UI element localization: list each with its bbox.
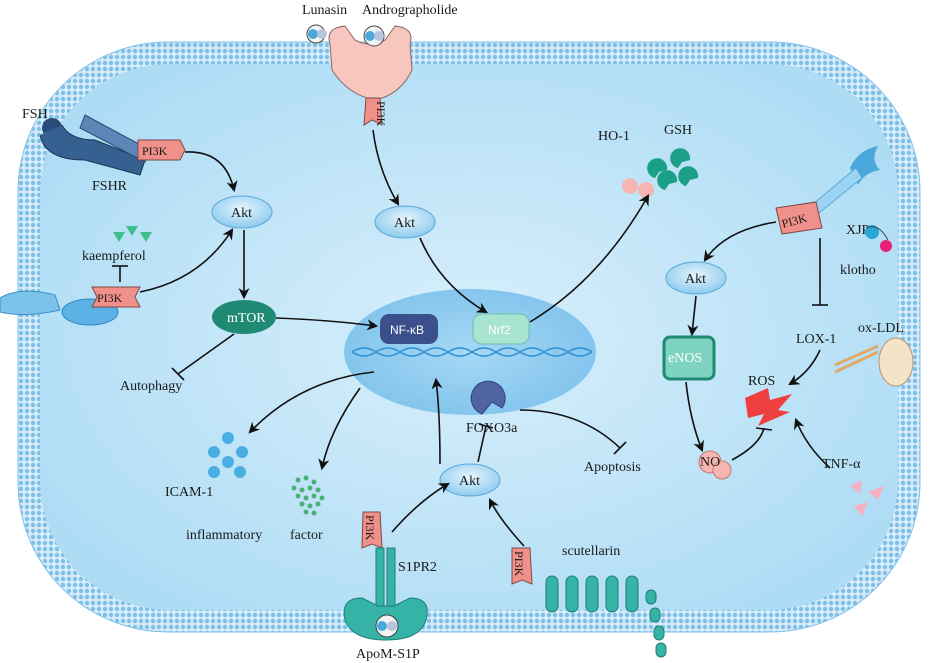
lox1-label: LOX-1: [796, 332, 836, 347]
foxo3a-icon: [470, 380, 506, 415]
icam1-label: ICAM-1: [165, 485, 213, 500]
nfkb-node: [380, 314, 438, 344]
gsh-label: GSH: [664, 123, 692, 138]
ros-icon: [745, 388, 792, 426]
akt-top-node: [374, 205, 436, 239]
nrf2-label: Nrf2: [488, 323, 511, 337]
autophagy-label: Autophagy: [120, 379, 182, 394]
factor-label: factor: [290, 528, 323, 543]
no-icon: [698, 450, 732, 480]
scutellarin-pi3k-label: PI3K: [512, 551, 526, 577]
nucleus: [344, 289, 596, 415]
pathway-arrows: [139, 129, 831, 547]
akt-left-node: [211, 195, 273, 229]
fsh-pi3k-icon: [137, 139, 186, 161]
apoptosis-label: Apoptosis: [584, 460, 641, 475]
left-pi3k-icon: [91, 286, 141, 308]
s1pr2-pi3k-icon: [361, 511, 383, 549]
inflammatory-label: inflammatory: [186, 528, 262, 543]
no-label: NO: [700, 455, 720, 470]
mtor-label: mTOR: [227, 311, 266, 326]
ho1-label: HO-1: [598, 129, 630, 144]
oxldl-label: ox-LDL: [858, 321, 904, 336]
gsh-icon: [647, 148, 699, 190]
kaempferol-icon: [113, 226, 152, 242]
tnfa-icon: [850, 480, 884, 516]
fshr-label: FSHR: [92, 179, 128, 194]
akt-top-label: Akt: [394, 216, 415, 231]
s1pr2-label: S1PR2: [398, 560, 437, 575]
fsh-receptor-icon: [39, 114, 151, 176]
dna-helix: [351, 347, 593, 357]
klotho-label: klotho: [840, 263, 876, 278]
icam1-icon: [208, 432, 248, 478]
fsh-pi3k-label: PI3K: [142, 144, 168, 158]
andrographolide-label: Andrographolide: [362, 3, 458, 18]
lunasin-ligand-icon: [306, 24, 327, 44]
oxldl-icon: [878, 337, 914, 387]
andrographolide-ligand-icon: [363, 25, 385, 47]
akt-right-node: [665, 261, 727, 295]
ros-label: ROS: [748, 374, 775, 389]
right-pi3k-label: PI3K: [780, 211, 808, 231]
enos-label: eNOS: [668, 351, 702, 366]
nfkb-label: NF-κB: [390, 323, 424, 337]
s1pr2-pi3k-label: PI3K: [363, 515, 377, 541]
apom-s1p-label: ApoM-S1P: [356, 647, 420, 662]
akt-right-label: Akt: [685, 272, 706, 287]
top-pi3k-label: PI3K: [374, 101, 388, 127]
lunasin-label: Lunasin: [302, 3, 347, 18]
top-pi3k-icon: [363, 97, 383, 126]
akt-bottom-label: Akt: [459, 474, 480, 489]
nrf2-node: [472, 313, 530, 345]
left-pi3k-label: PI3K: [97, 291, 123, 305]
xjp-label: XJP: [846, 223, 870, 238]
apom-s1p-icon: [375, 614, 399, 638]
akt-left-label: Akt: [231, 206, 252, 221]
klotho-icon: [865, 225, 892, 252]
tnfa-label: TNF-α: [822, 457, 861, 472]
kaempferol-label: kaempferol: [82, 249, 146, 264]
lox1-receptor-icon: [834, 344, 879, 374]
scutellarin-pi3k-icon: [511, 547, 533, 585]
scutellarin-receptor-icon: [545, 575, 667, 658]
mtor-node: [212, 300, 276, 334]
fsh-label: FSH: [22, 107, 48, 122]
scutellarin-label: scutellarin: [562, 544, 620, 559]
enos-node: [662, 335, 716, 381]
ho1-icon: [622, 178, 654, 198]
right-pi3k-icon: [775, 201, 823, 235]
inflammatory-factor-icon: [291, 475, 325, 516]
akt-bottom-node: [439, 463, 501, 497]
